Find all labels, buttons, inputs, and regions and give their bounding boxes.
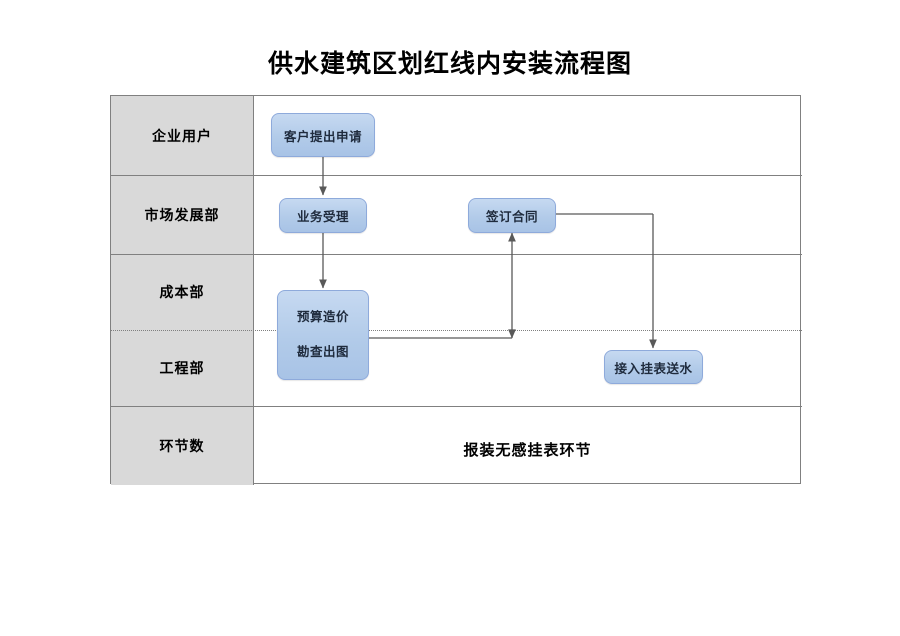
row-label-chengbenbu: 成本部 [111,254,253,330]
node-accept[interactable]: 业务受理 [279,198,367,233]
node-label-budget: 预算造价 [296,309,349,324]
node-connect[interactable]: 接入挂表送水 [604,350,703,384]
row-label-huanjieshu: 环节数 [111,406,253,485]
row-label-text: 企业用户 [152,129,212,145]
row-label-shichangfazhanbu: 市场发展部 [111,175,253,254]
node-label: 签订合同 [485,210,538,224]
grid-row-divider-2 [111,254,802,255]
grid-row-divider-3 [111,330,802,331]
node-label: 接入挂表送水 [614,361,693,376]
row-label-text: 市场发展部 [144,208,220,224]
row-label-text: 成本部 [159,286,205,301]
node-label-survey: 勘查出图 [296,344,349,359]
grid-column-divider [253,96,254,485]
page-title: 供水建筑区划红线内安装流程图 [267,51,632,78]
node-label: 业务受理 [296,210,349,224]
row-label-qiyeyonghu: 企业用户 [111,96,253,175]
row-label-gongchengbu: 工程部 [111,330,253,406]
row-label-text: 工程部 [159,362,205,377]
footer-caption: 报装无感挂表环节 [463,443,592,459]
node-budget-survey[interactable]: 预算造价 勘查出图 [277,290,369,380]
node-contract[interactable]: 签订合同 [468,198,556,233]
grid-row-divider-1 [111,175,802,176]
grid-row-divider-4 [111,406,802,407]
node-apply[interactable]: 客户提出申请 [271,113,375,157]
row-label-text: 环节数 [159,439,205,455]
node-label: 客户提出申请 [283,129,362,144]
process-table: 企业用户 市场发展部 成本部 工程部 环节数 报装无感挂表环节 [110,95,802,485]
